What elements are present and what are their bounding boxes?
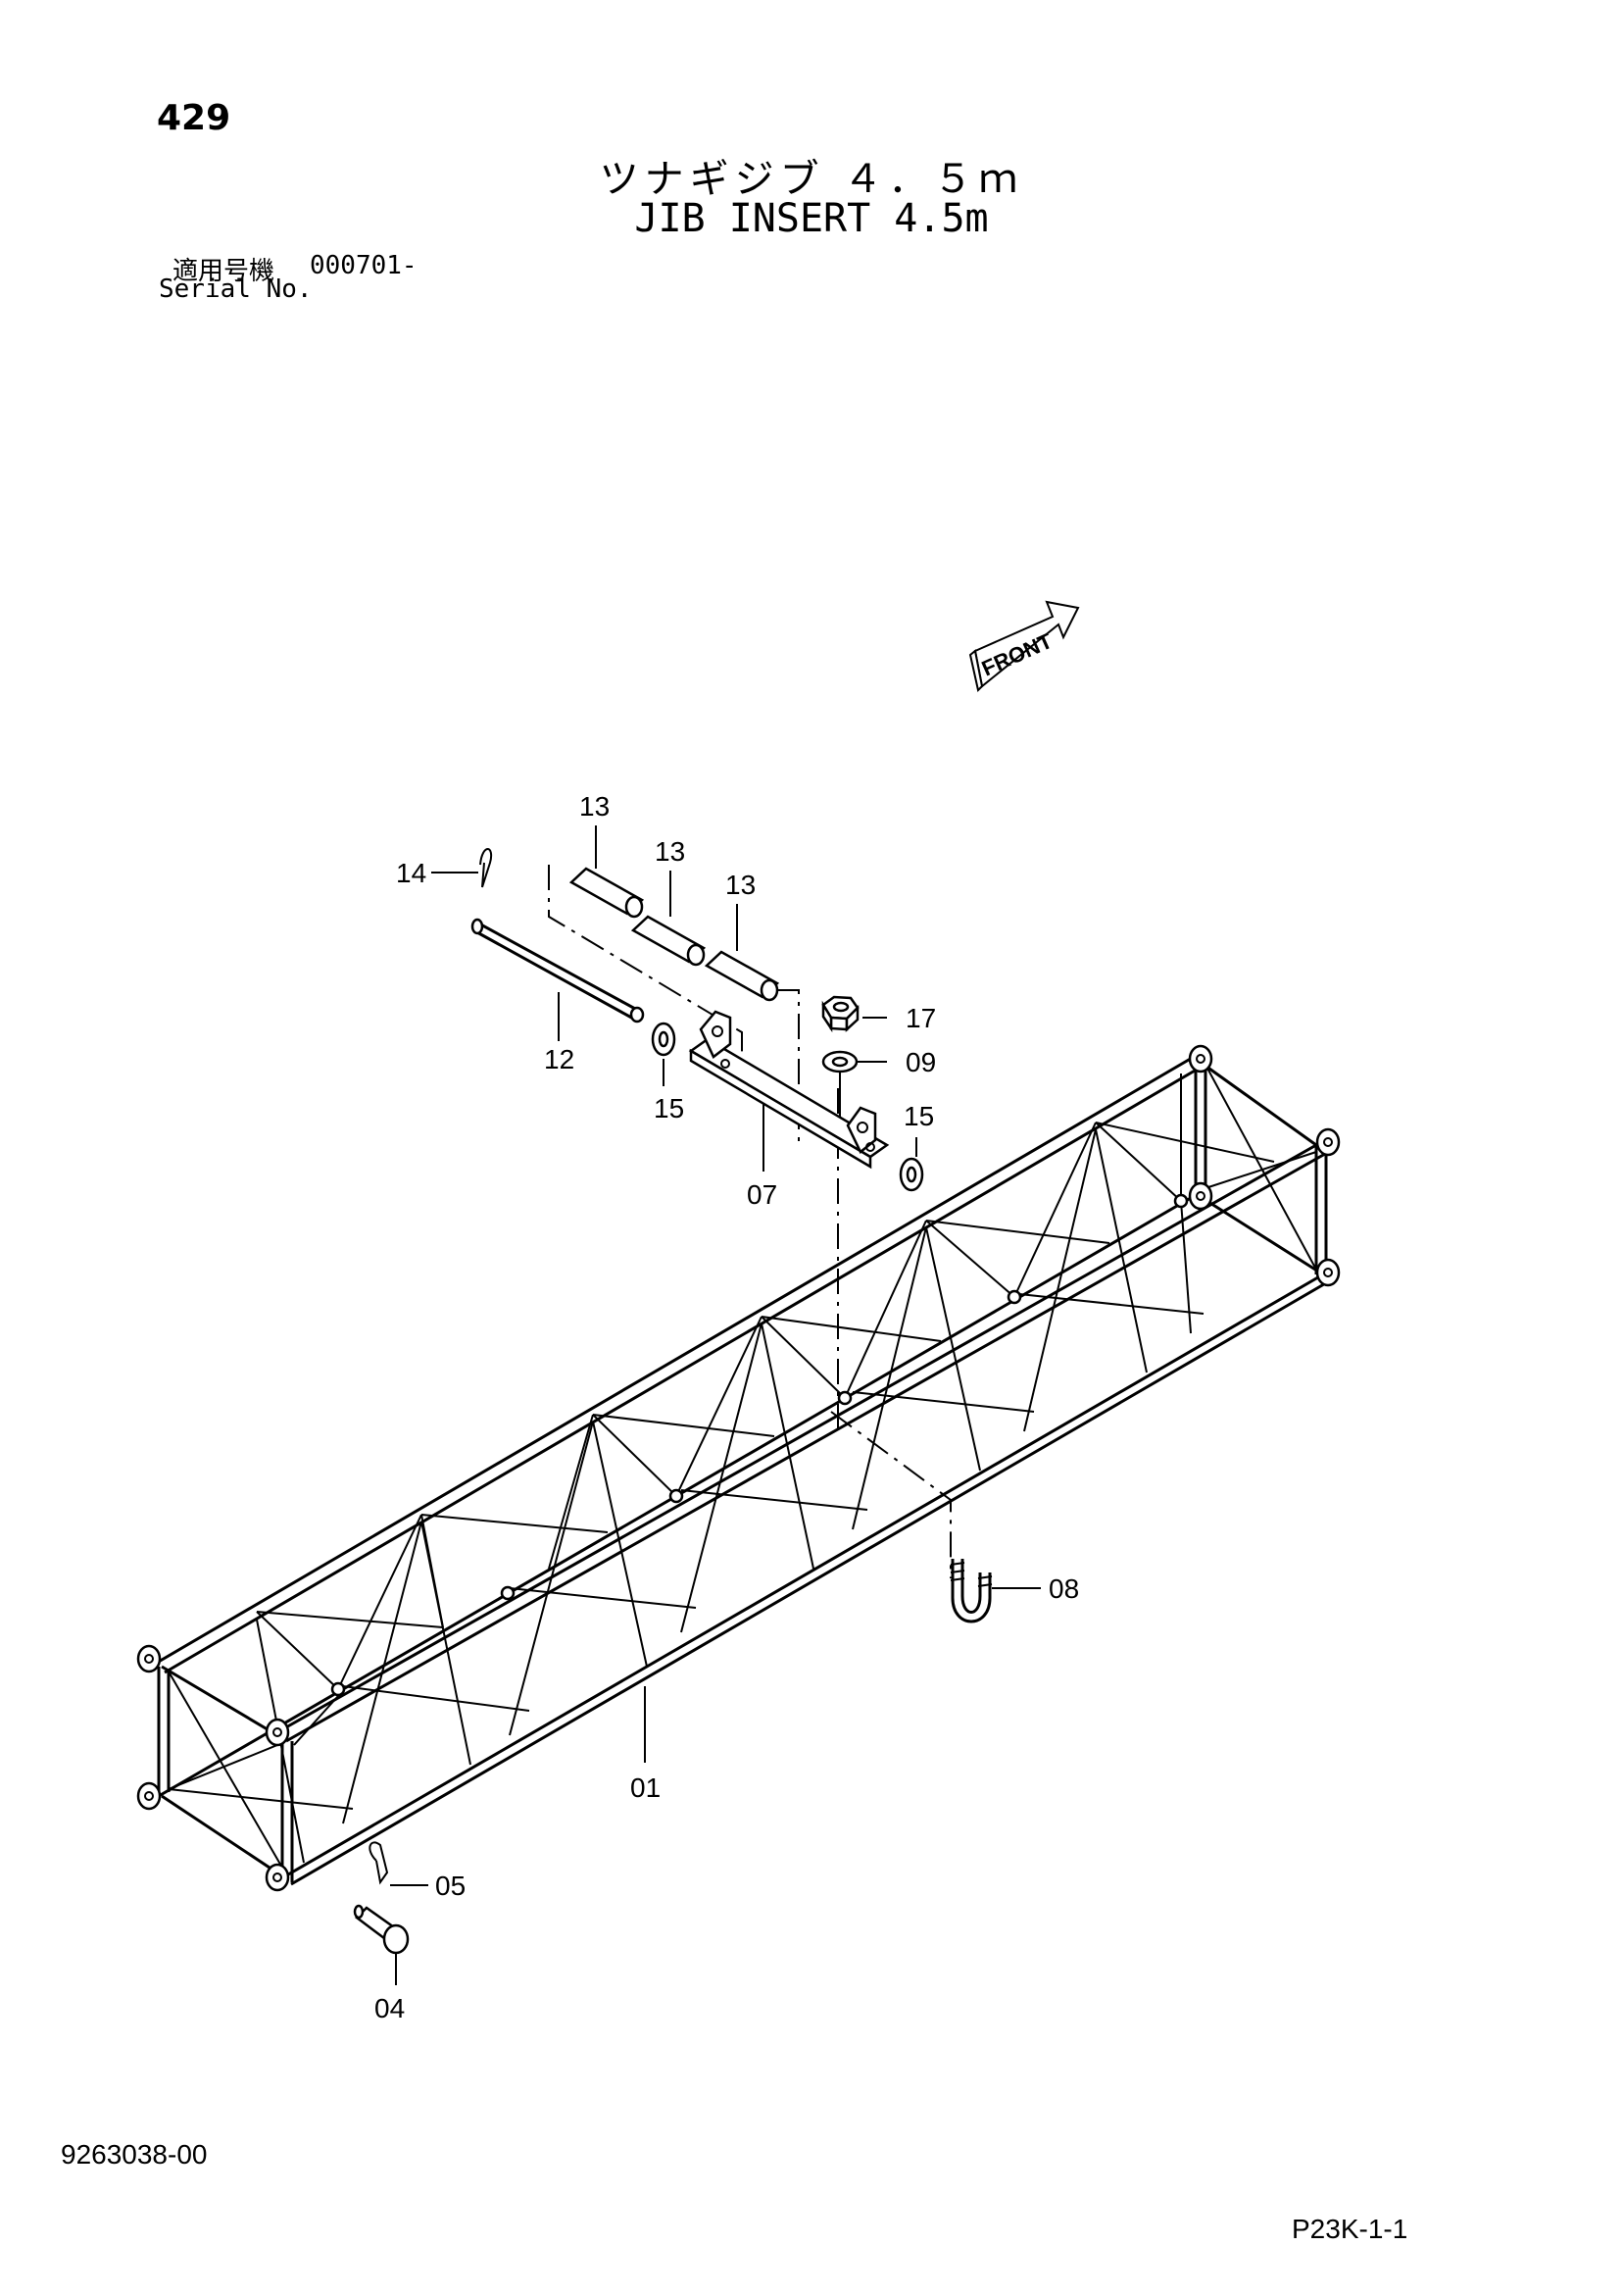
callout-14: 14 — [396, 858, 426, 888]
spacer-part-13 — [568, 867, 780, 1002]
u-bolt-part-08 — [950, 1559, 993, 1623]
pin-part-12 — [470, 918, 645, 1023]
callout-04: 04 — [374, 1993, 405, 2023]
callout-13b: 13 — [655, 836, 685, 867]
serial-value: 000701- — [310, 251, 418, 280]
r-pin-part-14 — [479, 848, 493, 888]
callout-15a: 15 — [654, 1093, 684, 1123]
title-english: JIB INSERT 4.5m — [634, 196, 989, 241]
front-arrow-icon: FRONT — [968, 600, 1080, 692]
pin-part-04 — [353, 1904, 410, 1985]
serial-label-japanese: 適用号機 — [172, 257, 275, 286]
callout-12: 12 — [544, 1044, 574, 1074]
nut-part-17 — [821, 995, 860, 1033]
bracket-part-07 — [688, 1010, 890, 1170]
title-japanese: ツナギジブ ４．５ｍ — [599, 157, 1024, 202]
callout-05: 05 — [435, 1871, 466, 1901]
callout-08: 08 — [1049, 1573, 1079, 1604]
document-code: 9263038-00 — [61, 2139, 208, 2170]
r-pin-part-05 — [369, 1841, 389, 1885]
callout-15b: 15 — [904, 1101, 934, 1131]
serial-label-english: Serial No. — [159, 275, 313, 304]
callout-01: 01 — [630, 1772, 661, 1803]
page-code: P23K-1-1 — [1292, 2214, 1408, 2244]
callout-17: 17 — [906, 1003, 936, 1033]
callout-07: 07 — [747, 1179, 777, 1210]
callout-13c: 13 — [725, 870, 756, 900]
callout-13a: 13 — [579, 791, 610, 822]
page-number: 429 — [157, 98, 231, 138]
callout-09: 09 — [906, 1047, 936, 1077]
jib-insert-lattice — [136, 1044, 1341, 1892]
